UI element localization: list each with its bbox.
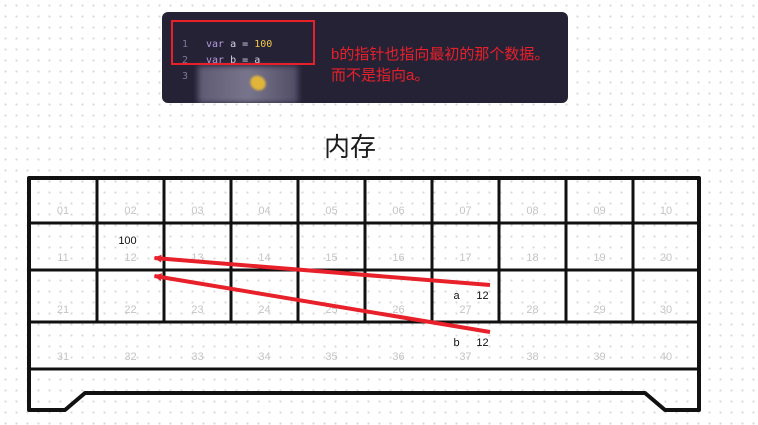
keyword: var — [206, 39, 225, 50]
annotation-line-1: b的指针也指向最初的那个数据。 — [331, 46, 550, 63]
cell-number: 39 — [593, 351, 605, 363]
line-number: 2 — [182, 55, 189, 66]
cell-number: 31 — [57, 351, 69, 363]
page-title: 内存 — [323, 132, 376, 162]
cell-number: 20 — [660, 252, 672, 264]
annotation-line-2: 而不是指向a。 — [331, 67, 430, 84]
variable-name-a: a — [453, 290, 460, 302]
number-literal: 100 — [254, 39, 273, 50]
cell-number: 04 — [258, 205, 270, 217]
cell-number: 40 — [660, 351, 672, 363]
variable-labels: a 12 b 12 — [453, 290, 488, 349]
cell-number: 22 — [124, 304, 136, 316]
line-number: 3 — [182, 71, 189, 82]
cell-number: 05 — [325, 205, 337, 217]
code-editor-panel: 1 var a = 100 2 var b = a 3 — [162, 12, 568, 103]
cell-number: 15 — [325, 252, 337, 264]
variable-name-b: b — [453, 337, 459, 349]
cell-number: 10 — [660, 205, 672, 217]
cell-number: 30 — [660, 304, 672, 316]
pointer-arrow-b — [153, 273, 491, 334]
cell-number: 18 — [526, 252, 538, 264]
stored-value: 100 — [118, 235, 136, 247]
identifier: a — [230, 39, 237, 50]
cell-number: 36 — [392, 351, 404, 363]
cell-number: 14 — [258, 252, 270, 264]
operator: = — [242, 55, 249, 66]
variable-pointer-b: 12 — [476, 337, 488, 349]
cell-number: 29 — [593, 304, 605, 316]
cell-number: 07 — [459, 205, 471, 217]
variable-pointer-a: 12 — [476, 290, 488, 302]
cell-number: 21 — [57, 304, 69, 316]
cell-number: 28 — [526, 304, 538, 316]
identifier: a — [254, 55, 261, 66]
blurred-content — [198, 66, 298, 103]
line-number: 1 — [182, 39, 189, 50]
cell-number: 11 — [57, 252, 68, 264]
cell-number: 16 — [392, 252, 404, 264]
keyword: var — [206, 55, 225, 66]
cell-number: 06 — [392, 205, 404, 217]
pointer-arrow-a — [153, 254, 491, 287]
cell-number: 33 — [191, 351, 203, 363]
cell-number: 27 — [459, 304, 471, 316]
memory-outline — [27, 176, 701, 412]
cell-number: 09 — [593, 205, 605, 217]
cell-number: 24 — [258, 304, 270, 316]
cell-number: 32 — [124, 351, 136, 363]
cell-number: 17 — [459, 252, 471, 264]
cell-number: 38 — [526, 351, 538, 363]
cell-number: 12 — [124, 252, 136, 264]
cell-number: 08 — [526, 205, 538, 217]
cell-number: 37 — [459, 351, 471, 363]
cell-number: 34 — [258, 351, 270, 363]
highlight-box — [171, 20, 315, 65]
cell-number: 19 — [593, 252, 605, 264]
cell-number: 35 — [325, 351, 337, 363]
pointer-arrows — [153, 254, 491, 334]
cell-number: 02 — [124, 205, 136, 217]
cell-number: 03 — [191, 205, 203, 217]
cell-number: 26 — [392, 304, 404, 316]
operator: = — [242, 39, 249, 50]
cell-number: 01 — [57, 205, 69, 217]
identifier: b — [230, 55, 237, 66]
cell-number: 23 — [191, 304, 203, 316]
